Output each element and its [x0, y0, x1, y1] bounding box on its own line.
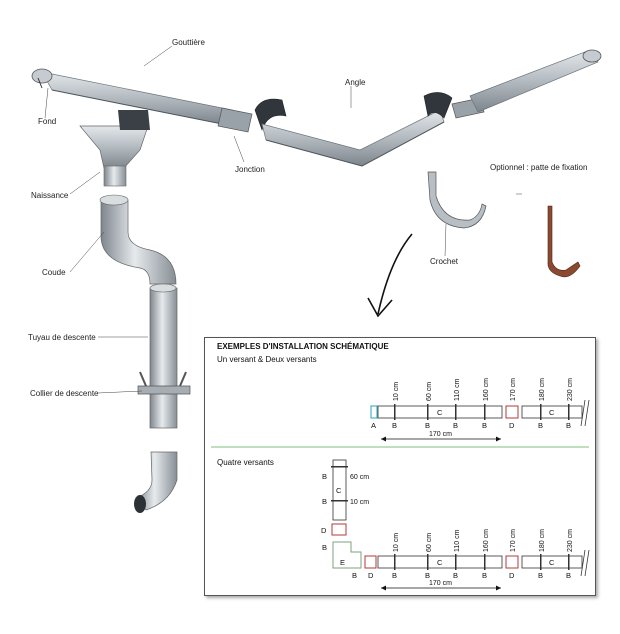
schema-title: EXEMPLES D'INSTALLATION SCHÉMATIQUE	[217, 342, 389, 351]
junction-right	[423, 92, 485, 119]
letter-d: D	[368, 571, 374, 580]
letter-d: D	[509, 571, 515, 580]
dim1-160: 160 cm	[483, 378, 490, 401]
installation-schema-panel: EXEMPLES D'INSTALLATION SCHÉMATIQUE Un v…	[204, 337, 596, 596]
downpipe	[149, 283, 178, 429]
dim1-230: 230 cm	[567, 378, 574, 401]
dim-v-60: 60 cm	[350, 474, 369, 481]
letter-b: B	[322, 472, 327, 481]
gutter-bar	[377, 405, 503, 419]
section2-diagram	[331, 459, 590, 591]
letter-b: B	[392, 421, 397, 430]
letter-b: B	[566, 421, 571, 430]
letter-a: A	[371, 421, 376, 430]
label-optionnel: Optionnel : patte de fixation	[490, 163, 588, 172]
dim2-180: 180 cm	[539, 529, 546, 552]
outlet-box-v	[331, 523, 347, 536]
end-cap-box	[370, 405, 378, 419]
label-crochet: Crochet	[430, 257, 459, 266]
letter-b: B	[322, 543, 327, 552]
label-gouttiere: Gouttière	[172, 38, 205, 47]
dim2-160: 160 cm	[483, 529, 490, 552]
label-collier: Collier de descente	[30, 389, 99, 398]
label-jonction: Jonction	[235, 165, 265, 174]
label-angle: Angle	[345, 78, 366, 87]
letter-e: E	[340, 558, 345, 567]
gutter-bar-2	[521, 405, 583, 419]
schema-drawing: 10 cm 60 cm 110 cm 160 cm 170 cm 180 cm …	[211, 378, 590, 591]
vertical-gutter-bar	[332, 459, 347, 521]
outlet-funnel	[79, 110, 150, 187]
dim1-60: 60 cm	[426, 382, 433, 401]
dim2-60: 60 cm	[426, 533, 433, 552]
dim1-10: 10 cm	[393, 382, 400, 401]
section1-diagram	[370, 399, 590, 442]
label-naissance: Naissance	[31, 191, 69, 200]
letter-b: B	[425, 421, 430, 430]
outlet-box	[505, 405, 519, 419]
letter-d: D	[509, 421, 515, 430]
elbow-pipe	[99, 194, 177, 285]
hook-bracket	[427, 171, 487, 229]
junction-piece	[217, 98, 287, 133]
letter-b: B	[392, 571, 397, 580]
letter-c: C	[437, 558, 443, 567]
schema-section1-title: Un versant & Deux versants	[217, 355, 317, 364]
angle-piece	[261, 109, 445, 167]
fixing-strap	[547, 205, 581, 278]
dim2-170: 170 cm	[510, 529, 517, 552]
dim1-180: 180 cm	[539, 378, 546, 401]
gutter-right	[469, 49, 602, 113]
letter-c: C	[549, 408, 555, 417]
letter-c: C	[437, 408, 443, 417]
end-cap-left	[31, 68, 53, 89]
dim2-10: 10 cm	[393, 533, 400, 552]
dim-v-10: 10 cm	[350, 499, 369, 506]
span1-label: 170 cm	[429, 431, 452, 438]
angle-box	[332, 541, 362, 569]
letter-b: B	[538, 571, 543, 580]
schema-section2-title: Quatre versants	[217, 458, 274, 467]
pointer-arrow	[367, 233, 413, 318]
outlet-bend	[134, 451, 178, 513]
letter-b: B	[453, 421, 458, 430]
letter-b: B	[352, 571, 357, 580]
label-coude: Coude	[42, 268, 66, 277]
letter-b: B	[566, 571, 571, 580]
letter-b: B	[425, 571, 430, 580]
letter-b: B	[322, 497, 327, 506]
label-fond: Fond	[38, 117, 57, 126]
span2-label: 170 cm	[429, 580, 452, 587]
dim1-110: 110 cm	[454, 378, 461, 401]
letter-b: B	[538, 421, 543, 430]
dim2-110: 110 cm	[454, 529, 461, 552]
letter-c: C	[549, 558, 555, 567]
letter-b: B	[453, 571, 458, 580]
letter-b: B	[482, 421, 487, 430]
dim1-170: 170 cm	[510, 378, 517, 401]
letter-c: C	[336, 486, 342, 495]
letter-d: D	[321, 526, 327, 535]
letter-b: B	[482, 571, 487, 580]
dim2-230: 230 cm	[567, 529, 574, 552]
label-tuyau: Tuyau de descente	[28, 333, 96, 342]
